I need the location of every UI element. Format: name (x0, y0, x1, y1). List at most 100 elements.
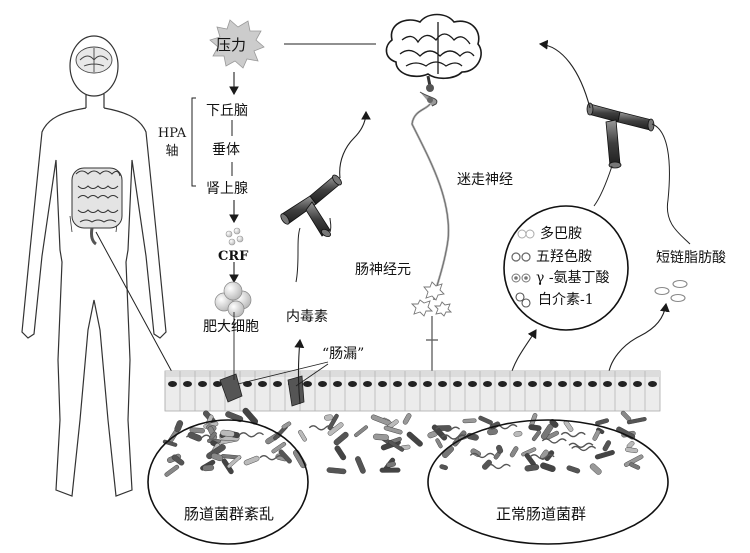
bacterium (439, 464, 448, 471)
epithelial-cell-nucleus (498, 381, 507, 387)
spiral-bacterium (239, 432, 264, 438)
bacterium (602, 440, 612, 452)
neurotransmitter-1: 多巴胺 (540, 226, 582, 242)
scfa-icon (654, 279, 688, 303)
bacterium (528, 424, 542, 432)
bacterium (623, 454, 644, 467)
bacterium (435, 438, 443, 449)
spiral-bacterium (435, 426, 461, 432)
leak-left (219, 373, 243, 403)
bacterium (566, 465, 581, 474)
normal-flora-label: 正常肠道菌群 (496, 505, 587, 523)
bacterium (324, 414, 334, 421)
bacterium (281, 421, 292, 430)
bacterium (594, 450, 615, 460)
dysbiosis-label: 肠道菌群紊乱 (184, 505, 275, 523)
epithelial-cell-nucleus (588, 381, 597, 387)
spiral-bacterium (308, 425, 334, 431)
bacterium (589, 463, 602, 475)
adrenal-label: 肾上腺 (206, 181, 248, 197)
bacterium (243, 455, 260, 466)
epithelial-cell-nucleus (558, 381, 567, 387)
epithelial-cell-nucleus (318, 381, 327, 387)
bacterium (482, 459, 492, 470)
blood-vessel-left (280, 174, 342, 238)
spiral-bacterium (185, 434, 211, 440)
epithelial-cell-nucleus (633, 381, 642, 387)
bacterium (592, 429, 601, 441)
bacterium (478, 415, 493, 425)
mast-cell-label: 肥大细胞 (203, 319, 259, 335)
epithelial-cell-nucleus (483, 381, 492, 387)
epithelial-cell-nucleus (618, 381, 627, 387)
bacterium (326, 467, 347, 475)
bacterium (625, 447, 639, 454)
spiral-bacterium (469, 452, 495, 459)
bacterium (462, 418, 477, 424)
bacterium (513, 431, 523, 437)
hpa-axis-label: HPA 轴 (157, 125, 187, 161)
epithelial-cell-nucleus (573, 381, 582, 387)
epithelial-cell-nucleus (363, 381, 372, 387)
epithelial-cell-nucleus (453, 381, 462, 387)
hypothalamus-label: 下丘脑 (206, 103, 248, 119)
bacteria-layer (162, 407, 647, 477)
bacterium (298, 429, 307, 442)
epithelial-cell-nucleus (528, 381, 537, 387)
bacterium (333, 431, 349, 446)
spiral-bacterium (560, 431, 586, 438)
spiral-bacterium (529, 454, 555, 460)
mast-cell-icon (214, 281, 252, 318)
neurotransmitter-3: γ -氨基丁酸 (536, 270, 610, 286)
normal-flora-oval (427, 419, 669, 545)
bacterium (406, 431, 423, 447)
neurotransmitter-2: 五羟色胺 (536, 249, 592, 265)
leaky-gut-label: “肠漏” (322, 346, 365, 362)
enteric-neuron-label: 肠神经元 (355, 262, 411, 278)
interleukin-icon (515, 292, 531, 308)
crf-molecules (225, 227, 244, 246)
bacterium (509, 446, 519, 458)
dysbiosis-oval (147, 419, 309, 545)
bacterium (354, 425, 369, 438)
scfa-label: 短链脂肪酸 (656, 250, 726, 266)
epithelial-cell-nucleus (603, 381, 612, 387)
epithelial-cell-nucleus (183, 381, 192, 387)
epithelial-cell-nucleus (348, 381, 357, 387)
brain-in-head (75, 46, 113, 74)
serotonin-icon (511, 252, 531, 262)
epithelial-cell-nucleus (543, 381, 552, 387)
bacterium (626, 417, 647, 425)
gaba-icon (511, 273, 531, 283)
bacterium (531, 430, 542, 442)
epithelial-cell-nucleus (648, 381, 657, 387)
bacterium (524, 464, 540, 472)
bacterium (174, 420, 184, 433)
bacterium (355, 456, 366, 474)
bacterium (220, 429, 235, 438)
stress-label: 压力 (216, 36, 247, 54)
bacterium (540, 462, 556, 472)
spiral-bacterium (571, 445, 597, 452)
epithelial-cell-nucleus (303, 381, 312, 387)
bacterium (629, 462, 641, 470)
bacterium (211, 452, 224, 462)
bacterium (334, 445, 347, 461)
bacterium (379, 467, 401, 473)
epithelial-cell-nucleus (273, 381, 282, 387)
bacterium (402, 413, 412, 425)
human-body-figure (21, 35, 167, 497)
vagus-nerve-path (410, 103, 450, 301)
bacterium (521, 447, 537, 457)
spiral-bacterium (259, 455, 285, 461)
epithelial-cell-nucleus (333, 381, 342, 387)
epithelial-cell-nucleus (198, 381, 207, 387)
spiral-bacterium (568, 442, 594, 448)
bacterium (202, 464, 215, 472)
bacterium (388, 440, 405, 452)
epithelial-cell-nucleus (393, 381, 402, 387)
bacterium (271, 441, 287, 454)
epithelial-cell-nucleus (258, 381, 267, 387)
